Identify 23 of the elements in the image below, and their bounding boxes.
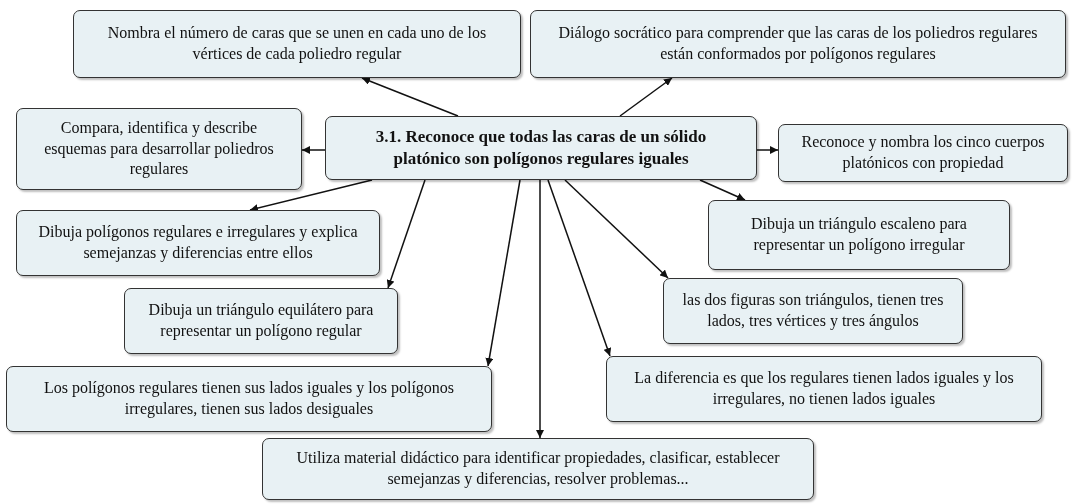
topic-box: Dibuja polígonos regulares e irregulares y explica semejanzas y diferencias entre ellos	[16, 210, 380, 276]
arrow	[301, 146, 326, 154]
topic-box: Diálogo socrático para comprender que las caras de los poliedros regulares están conformados por polígonos regulares	[530, 10, 1066, 78]
topic-box: Compara, identifica y describe esquemas para desarrollar poliedros regulares	[16, 108, 302, 190]
arrow	[485, 179, 521, 367]
central-topic-box: 3.1. Reconoce que todas las caras de un sólido platónico son polígonos regulares iguales	[325, 116, 757, 180]
arrow	[619, 77, 673, 117]
arrow	[699, 179, 746, 201]
topic-box: Los polígonos regulares tienen sus lados iguales y los polígonos irregulares, tienen sus lados desiguales	[6, 366, 492, 432]
arrow	[756, 146, 779, 154]
arrow	[386, 179, 426, 289]
topic-box: Dibuja un triángulo escaleno para representar un polígono irregular	[708, 200, 1010, 270]
arrow	[249, 179, 373, 212]
topic-box: las dos figuras son triángulos, tienen tres lados, tres vértices y tres ángulos	[663, 278, 963, 344]
arrow	[361, 77, 459, 117]
topic-box: Utiliza material didáctico para identificar propiedades, clasificar, establecer semejanzas y diferencias, resolver problemas...	[262, 438, 814, 500]
topic-box: Reconoce y nombra los cinco cuerpos platónicos con propiedad	[778, 124, 1068, 182]
topic-box: Dibuja un triángulo equilátero para representar un polígono regular	[124, 288, 398, 354]
arrow	[536, 179, 544, 439]
arrow	[547, 179, 612, 357]
topic-box: Nombra el número de caras que se unen en cada uno de los vértices de cada poliedro regular	[73, 10, 521, 78]
topic-box: La diferencia es que los regulares tienen lados iguales y los irregulares, no tienen lados iguales	[606, 356, 1042, 422]
arrow	[564, 179, 669, 279]
